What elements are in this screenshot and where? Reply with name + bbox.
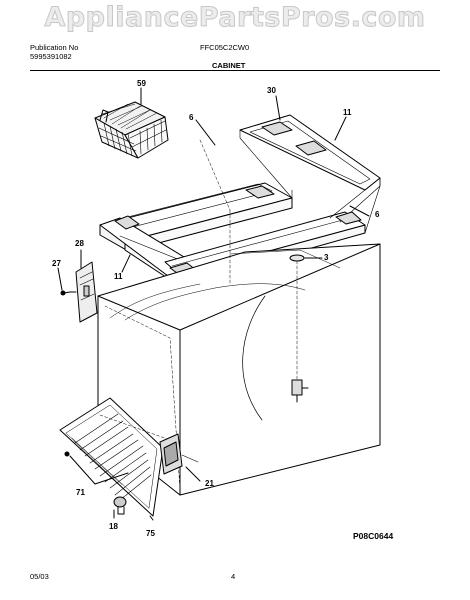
knob-part [113,496,127,515]
part-label-3: 3 [324,253,329,262]
model-number: FFC05C2CW0 [200,43,250,52]
grille-part [59,397,171,517]
part-label-59: 59 [137,79,146,88]
hinge-part [60,261,98,323]
publication-number: 5995391082 [30,52,72,61]
part-label-75: 75 [146,529,155,538]
part-label-28: 28 [75,239,84,248]
cabinet-body [97,139,381,496]
part-label-30: 30 [267,86,276,95]
part-label-11-left: 11 [114,272,123,281]
part-label-11-top: 11 [343,108,352,117]
part-label-27: 27 [52,259,61,268]
publication-label: Publication No [30,43,79,52]
footer-date: 05/03 [30,572,49,581]
figure-code: P08C0644 [353,531,394,541]
basket-part [94,101,169,159]
part-label-18: 18 [109,522,118,531]
footer-page-number: 4 [231,572,236,581]
relay-part [159,433,199,475]
part-label-21: 21 [205,479,214,488]
part-label-6-top: 6 [189,113,194,122]
watermark: AppliancePartsPros.com [44,2,426,34]
part-label-6-right: 6 [375,210,380,219]
part-label-71: 71 [76,488,85,497]
header-rule [30,70,440,71]
section-title: CABINET [212,61,246,70]
